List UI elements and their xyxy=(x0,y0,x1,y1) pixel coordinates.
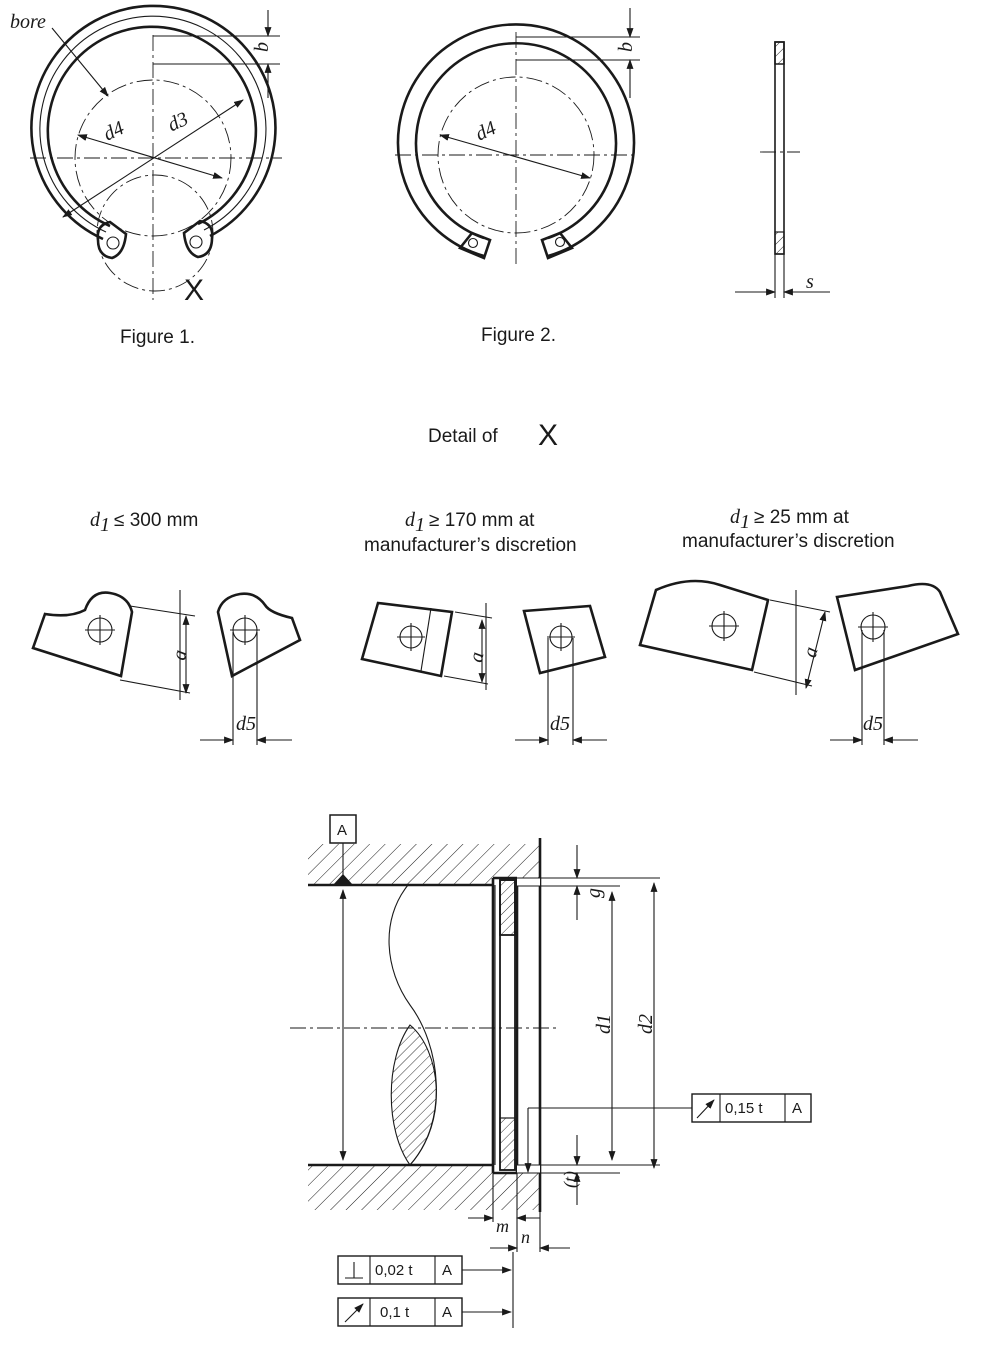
d4-label-fig2: d4 xyxy=(472,117,499,145)
runout-icon xyxy=(696,1099,715,1119)
detail-header-3: d1≥ 25 mm at manufacturer’s discretion xyxy=(682,506,895,552)
g-label: g xyxy=(583,888,605,898)
svg-text:d1≥ 25 mm at: d1≥ 25 mm at xyxy=(730,506,850,533)
d5-label-2: d5 xyxy=(550,713,570,735)
svg-text:manufacturer’s discretion: manufacturer’s discretion xyxy=(364,535,577,556)
a-label-2: a xyxy=(465,650,488,664)
d5-label-1: d5 xyxy=(236,713,256,735)
runout-icon-2 xyxy=(344,1303,364,1323)
svg-text:manufacturer’s discretion: manufacturer’s discretion xyxy=(682,531,895,552)
detail-of-caption: Detail of xyxy=(428,426,498,447)
tolerance-frame-runout-015: 0,15 t A xyxy=(524,1093,812,1173)
cross-section: A d1 d2 g (t) m n xyxy=(290,814,660,1328)
svg-text:0,02 t: 0,02 t xyxy=(375,1262,413,1279)
n-label: n xyxy=(521,1227,530,1247)
tolerance-frame-perpendicularity: 0,02 t A xyxy=(337,1255,512,1285)
detail-header-2: d1≥ 170 mm at manufacturer’s discretion xyxy=(364,509,577,556)
d2-label: d2 xyxy=(635,1014,657,1034)
detail-3-lugs: a d5 xyxy=(638,579,960,745)
d1-label: d1 xyxy=(593,1014,615,1034)
detail-1-lugs: a d5 xyxy=(31,590,302,745)
perpendicularity-icon xyxy=(345,1262,363,1279)
figure-2: d4 b Figure 2. xyxy=(395,8,640,346)
detail-header-1: d1≤ 300 mm xyxy=(90,509,198,536)
figure-1-caption: Figure 1. xyxy=(120,327,195,348)
svg-text:d1≤ 300 mm: d1≤ 300 mm xyxy=(90,509,198,536)
svg-text:d1≥ 170 mm at: d1≥ 170 mm at xyxy=(405,509,535,536)
m-label: m xyxy=(496,1216,509,1236)
b-label-fig1: b xyxy=(251,42,273,52)
d5-label-3: d5 xyxy=(863,713,883,735)
a-label-1: a xyxy=(168,648,191,662)
svg-text:A: A xyxy=(792,1100,802,1117)
b-label-fig2: b xyxy=(615,42,637,52)
svg-text:0,15 t: 0,15 t xyxy=(725,1100,763,1117)
a-label-3: a xyxy=(799,645,823,660)
detail-of-marker: X xyxy=(538,419,558,452)
s-label: s xyxy=(806,271,814,293)
detail-2-lugs: a d5 xyxy=(360,601,607,745)
side-view: s xyxy=(735,41,830,298)
d4-label-fig1: d4 xyxy=(100,117,127,145)
svg-text:A: A xyxy=(442,1262,452,1279)
t-label: (t) xyxy=(560,1171,581,1188)
tolerance-frame-runout-01: 0,1 t A xyxy=(337,1297,512,1327)
svg-text:A: A xyxy=(442,1304,452,1321)
detail-x-marker: X xyxy=(184,274,204,307)
datum-a-label: A xyxy=(337,822,347,839)
d3-label: d3 xyxy=(164,108,191,136)
bore-label: bore xyxy=(10,11,46,33)
svg-text:0,1 t: 0,1 t xyxy=(380,1304,410,1321)
figure-1: bore d4 d3 b X Figure 1. xyxy=(10,4,282,348)
figure-2-caption: Figure 2. xyxy=(481,325,556,346)
